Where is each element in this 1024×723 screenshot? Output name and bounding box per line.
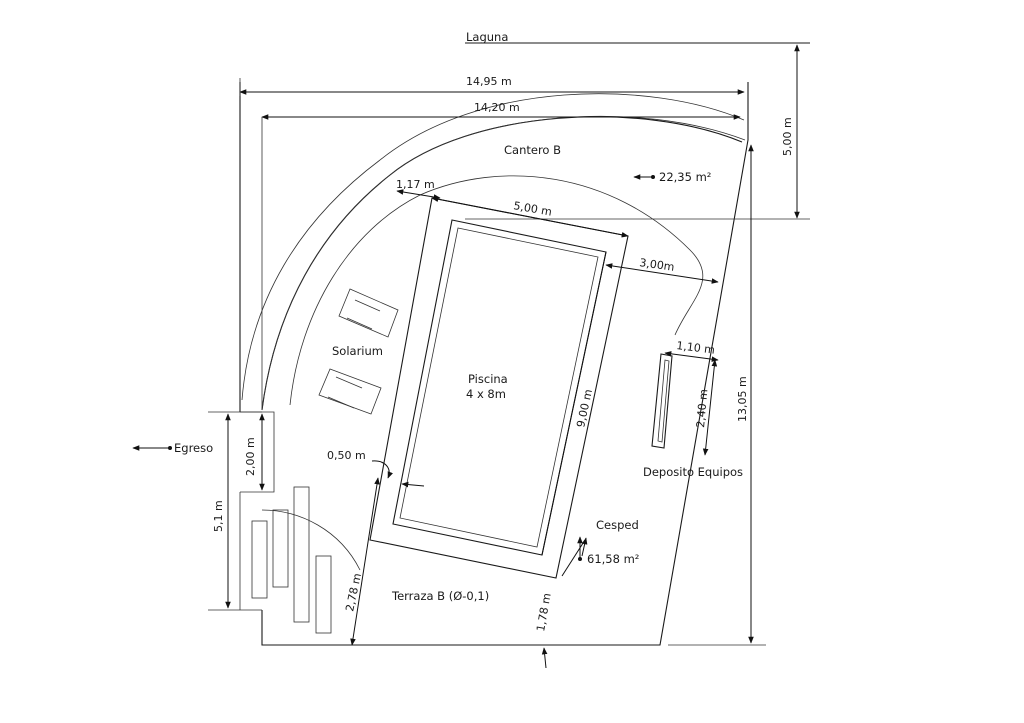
cantero-label: Cantero B <box>504 143 561 157</box>
dim-deposit-width-label: 1,10 m <box>676 339 716 357</box>
dim-pool-border <box>371 460 425 488</box>
dim-total-width <box>239 78 745 96</box>
egreso-label: Egreso <box>174 441 213 455</box>
dim-laguna-depth <box>465 44 810 220</box>
dim-deposit-length-label: 2,40 m <box>694 389 710 429</box>
dim-left-height <box>208 411 262 611</box>
laguna-label: Laguna <box>466 30 508 44</box>
dim-pool-to-east-label: 3,00m <box>639 256 676 274</box>
dim-right-height-label: 13,05 m <box>736 376 749 422</box>
dim-terraza-bottom <box>541 537 588 669</box>
solarium-loungers <box>318 288 399 415</box>
dim-pool-to-east <box>605 263 719 284</box>
dim-pool-border-label: 0,50 m <box>327 449 366 462</box>
dim-pool-length <box>541 251 607 556</box>
egreso-arrow <box>132 445 172 451</box>
dim-pool-offset-top <box>396 189 441 200</box>
dim-terraza-bottom-label: 1,78 m <box>534 592 554 632</box>
cesped-label: Cesped <box>596 518 639 532</box>
dim-deposit-width <box>664 351 719 362</box>
dim-terraza-side <box>350 477 380 646</box>
solarium-label: Solarium <box>332 344 383 358</box>
equipment-deposit <box>651 353 673 449</box>
dim-laguna-depth-label: 5,00 m <box>781 117 794 156</box>
pool-size-label: 4 x 8m <box>466 387 506 401</box>
cantero-area: 22,35 m² <box>659 170 711 184</box>
dim-total-width-label: 14,95 m <box>466 75 512 88</box>
egreso-gap <box>239 411 275 610</box>
terraza-label: Terraza B (Ø-0,1) <box>391 589 489 603</box>
cesped-area-marker <box>577 536 583 561</box>
dim-inner-width-label: 14,20 m <box>474 101 520 114</box>
deposit-label: Deposito Equipos <box>643 465 743 479</box>
dim-pool-offset-top-label: 1,17 m <box>396 178 435 191</box>
cantero-area-marker <box>633 174 655 180</box>
cesped-area: 61,58 m² <box>587 552 639 566</box>
dim-terraza-side-label: 2,78 m <box>343 572 364 613</box>
dim-right-height <box>668 144 766 646</box>
dim-left-height-label: 5,1 m <box>212 500 225 532</box>
dim-pool-width <box>431 196 629 238</box>
cantero-planter <box>241 93 746 411</box>
dim-egreso-gap-label: 2,00 m <box>244 437 257 476</box>
terraza-loungers <box>251 486 361 634</box>
dim-pool-width-label: 5,00 m <box>512 199 552 219</box>
pool-label: Piscina <box>468 372 508 386</box>
dim-inner-width <box>261 114 741 410</box>
dim-deposit-length <box>702 359 718 456</box>
